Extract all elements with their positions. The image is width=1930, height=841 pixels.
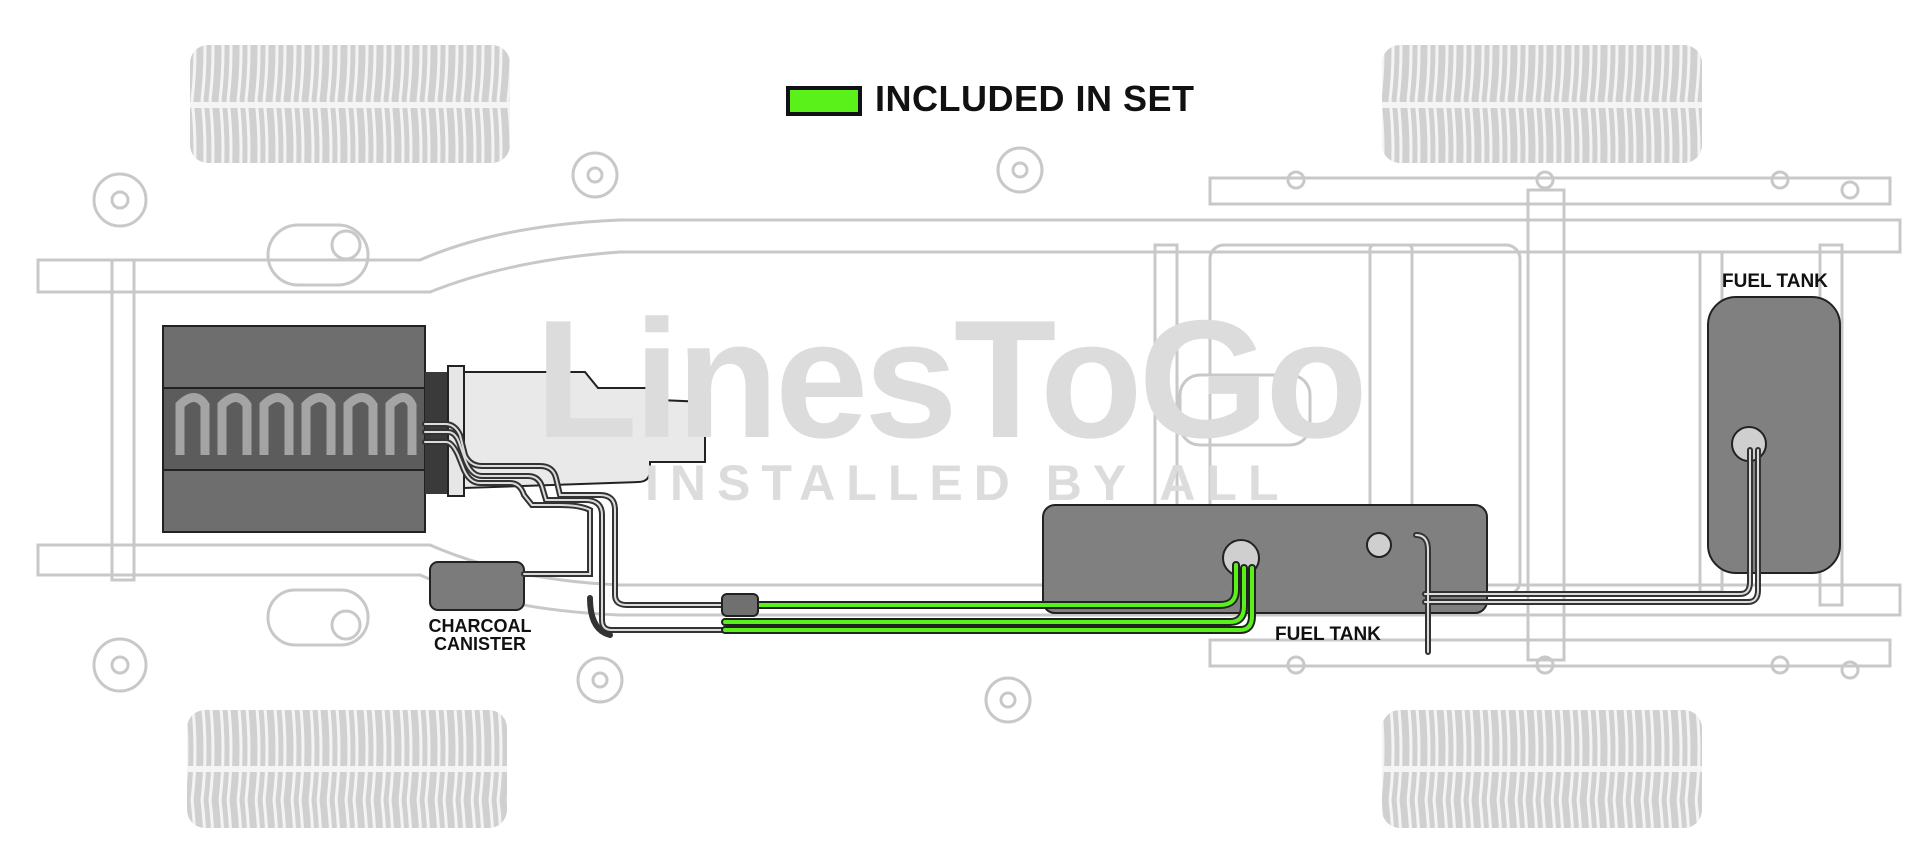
rear-right-tire (1382, 710, 1702, 828)
main-fuel-tank (1042, 504, 1488, 614)
fuel-tank-rear-label: FUEL TANK (1722, 271, 1828, 292)
front-left-tire (190, 45, 510, 163)
fuel-tank-main-label: FUEL TANK (1275, 624, 1381, 645)
legend-label: INCLUDED IN SET (875, 78, 1195, 119)
front-right-tire (187, 710, 507, 828)
filler-neck (1366, 532, 1392, 558)
watermark-tagline: INSTALLED BY ALL (645, 455, 1290, 511)
engine (162, 325, 447, 533)
charcoal-canister-label-line1: CHARCOAL (428, 616, 532, 636)
fuel-filter (721, 593, 759, 617)
charcoal-canister-label: CHARCOAL CANISTER (420, 617, 540, 653)
charcoal-canister-label-line2: CANISTER (433, 634, 526, 654)
fuel-lines-existing (422, 421, 1761, 655)
charcoal-canister (429, 561, 525, 611)
rear-fuel-tank (1707, 296, 1841, 574)
fuel-lines-included (721, 561, 1256, 634)
legend-swatch (786, 86, 862, 116)
watermark-brand: LinesToGo (535, 285, 1368, 473)
rear-left-tire (1382, 45, 1702, 163)
